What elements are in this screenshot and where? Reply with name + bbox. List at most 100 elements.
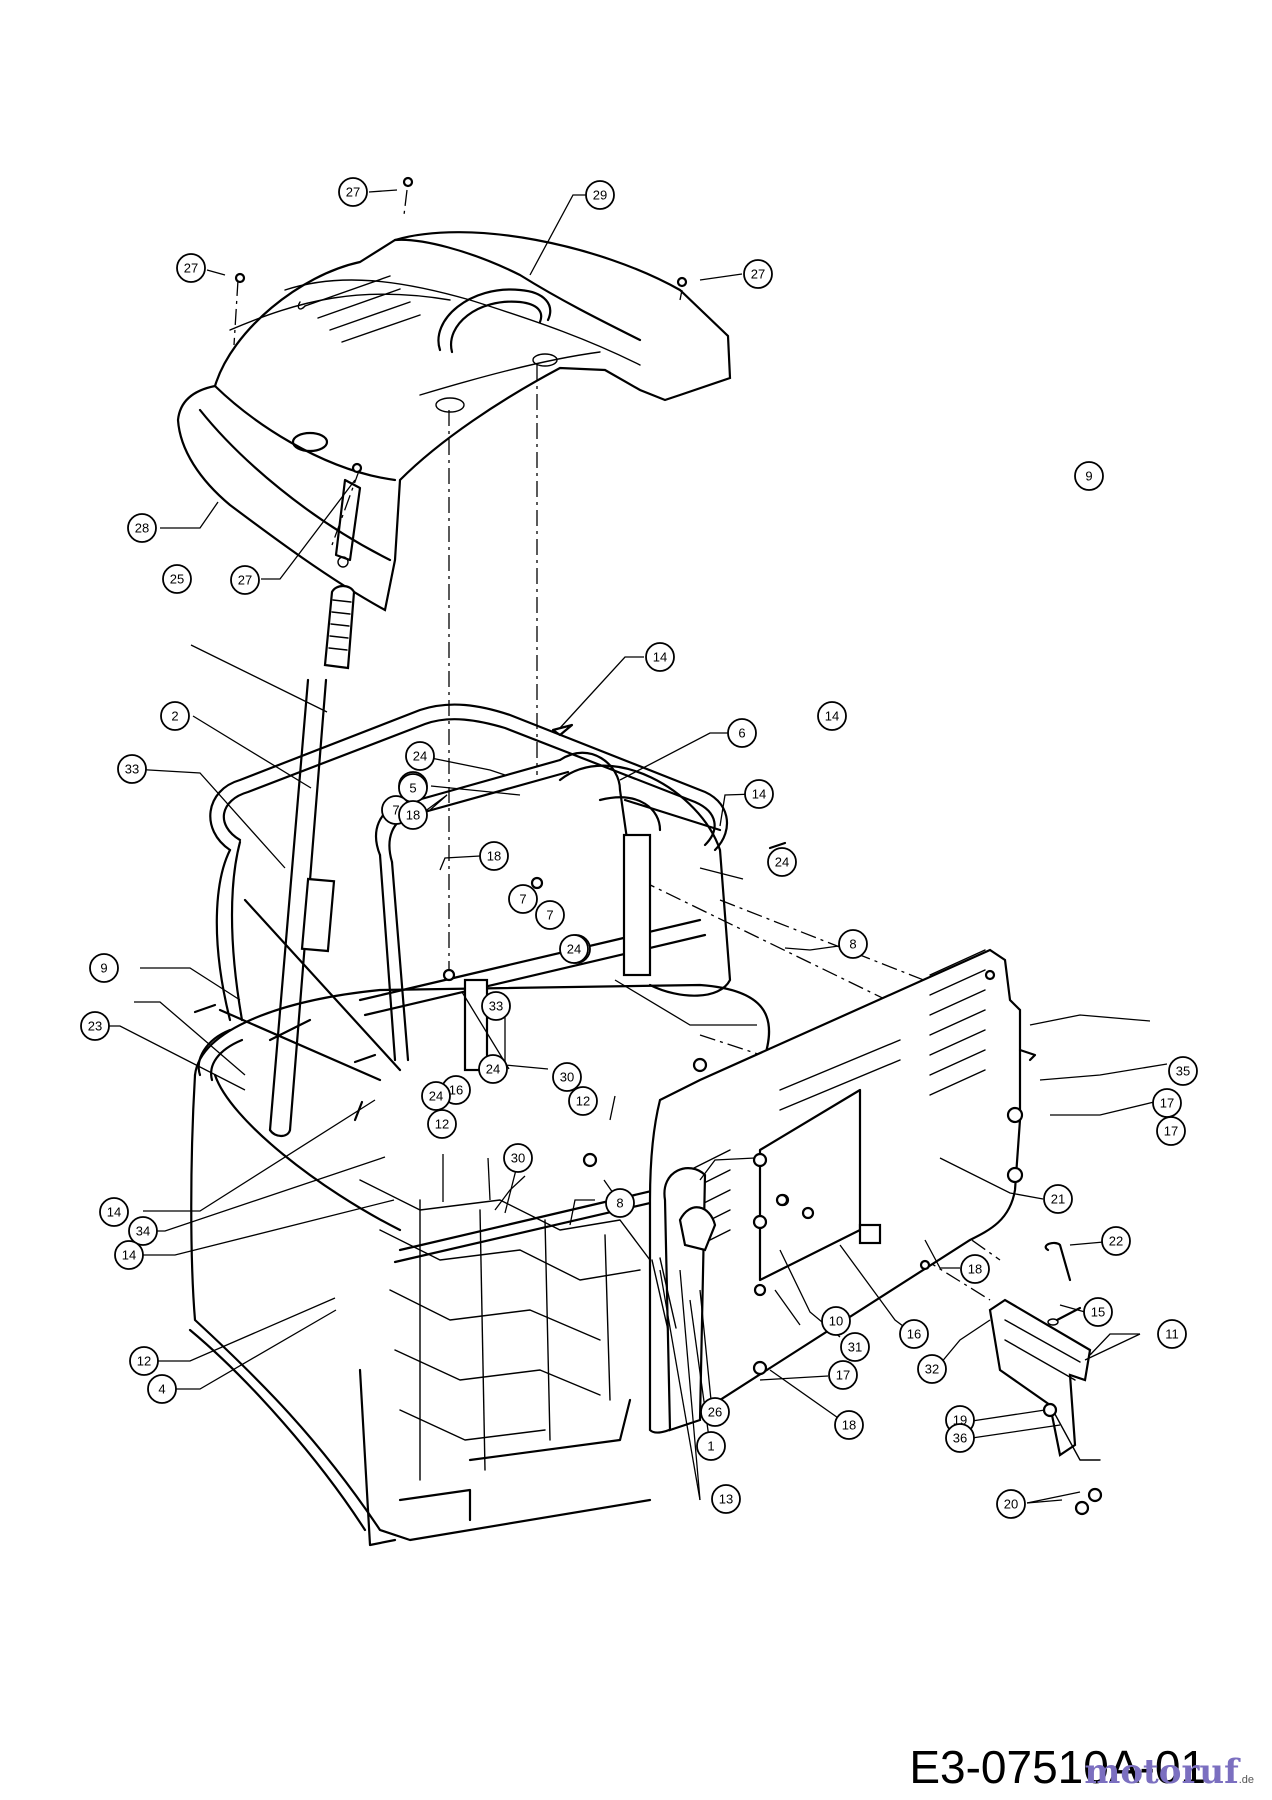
callout-number: 34	[136, 1224, 150, 1239]
callout-circle	[481, 991, 511, 1021]
hood-vents	[297, 275, 421, 343]
callout-circle	[89, 953, 119, 983]
callout-number: 2	[171, 709, 178, 724]
callout-28: 28	[127, 513, 157, 543]
callout-number: 36	[953, 1431, 967, 1446]
callout-number: 27	[751, 267, 765, 282]
callout-circle	[585, 180, 615, 210]
callout-8: 8	[605, 1188, 635, 1218]
callout-number: 14	[107, 1205, 121, 1220]
callout-circle	[817, 701, 847, 731]
callout-number: 11	[1165, 1327, 1179, 1342]
callout-1: 1	[696, 1431, 726, 1461]
callout-circle	[478, 1054, 508, 1084]
callout-18: 18	[479, 841, 509, 871]
callout-circle	[1156, 1116, 1186, 1146]
callout-circle	[700, 1397, 730, 1427]
callout-circle	[838, 929, 868, 959]
callout-circle	[535, 900, 565, 930]
callout-number: 1	[707, 1439, 714, 1454]
callout-circle	[405, 741, 435, 771]
callout-17: 17	[1152, 1088, 1182, 1118]
callout-34: 34	[128, 1216, 158, 1246]
callout-circle	[711, 1484, 741, 1514]
callout-12: 12	[427, 1109, 457, 1139]
callout-2: 2	[160, 701, 190, 731]
seat-latch	[651, 1167, 717, 1432]
callout-circle	[503, 1143, 533, 1173]
callout-circle	[427, 1109, 457, 1139]
callout-circle	[99, 1197, 129, 1227]
callout-circle	[568, 1086, 598, 1116]
callout-number: 4	[158, 1382, 165, 1397]
callout-18: 18	[398, 800, 428, 830]
callout-circle	[176, 253, 206, 283]
callout-number: 6	[738, 726, 745, 741]
callout-circle	[552, 1062, 582, 1092]
callout-number: 24	[486, 1062, 500, 1077]
callout-17: 17	[1156, 1116, 1186, 1146]
callout-number: 5	[409, 781, 416, 796]
hinge-frame	[218, 751, 732, 1082]
callout-number: 18	[487, 849, 501, 864]
callout-33: 33	[481, 991, 511, 1021]
callout-30: 30	[552, 1062, 582, 1092]
callout-number: 29	[593, 188, 607, 203]
fuel-cap	[291, 431, 329, 453]
callout-circle	[1168, 1056, 1198, 1086]
callout-12: 12	[129, 1346, 159, 1376]
callout-circle	[899, 1319, 929, 1349]
callout-36: 36	[945, 1423, 975, 1453]
callout-number: 17	[1160, 1096, 1174, 1111]
callout-circle	[80, 1011, 110, 1041]
callout-10: 10	[821, 1306, 851, 1336]
callout-25: 25	[162, 564, 192, 594]
callout-27: 27	[176, 253, 206, 283]
callout-number: 27	[184, 261, 198, 276]
callout-number: 28	[135, 521, 149, 536]
callout-number: 23	[88, 1019, 102, 1034]
callout-circle	[996, 1489, 1026, 1519]
callout-number: 22	[1109, 1234, 1123, 1249]
callout-circle	[960, 1254, 990, 1284]
callout-8: 8	[838, 929, 868, 959]
brand-watermark: motoruf.de	[1084, 1752, 1254, 1792]
seat-pan-grid	[358, 1179, 651, 1547]
callout-number: 18	[406, 808, 420, 823]
callout-number: 27	[238, 573, 252, 588]
callout-27: 27	[338, 177, 368, 207]
callout-circle	[114, 1240, 144, 1270]
callout-24: 24	[767, 847, 797, 877]
callout-number: 33	[489, 999, 503, 1014]
callout-7: 7	[508, 884, 538, 914]
hood-handle	[419, 288, 601, 413]
callout-circle	[821, 1306, 851, 1336]
callout-circle	[828, 1360, 858, 1390]
callout-circle	[129, 1346, 159, 1376]
mount-bracket	[988, 1241, 1103, 1516]
callout-number: 35	[1176, 1064, 1190, 1079]
callout-32: 32	[917, 1354, 947, 1384]
callout-circle	[696, 1431, 726, 1461]
callout-circle	[230, 565, 260, 595]
callout-9: 9	[1074, 461, 1104, 491]
drawing-number: E3-07510A-01	[909, 1741, 1206, 1793]
callout-circle	[645, 642, 675, 672]
callout-31: 31	[840, 1332, 870, 1362]
callout-number: 10	[829, 1314, 843, 1329]
callout-23: 23	[80, 1011, 110, 1041]
callout-number: 18	[968, 1262, 982, 1277]
callout-circle	[1043, 1184, 1073, 1214]
callout-4: 4	[147, 1374, 177, 1404]
callout-24: 24	[421, 1081, 451, 1111]
callout-number: 26	[708, 1405, 722, 1420]
fasteners	[193, 176, 996, 1376]
callout-27: 27	[743, 259, 773, 289]
callout-9: 9	[89, 953, 119, 983]
callout-circle	[744, 779, 774, 809]
callout-circle	[128, 1216, 158, 1246]
callout-24: 24	[405, 741, 435, 771]
callout-number: 27	[346, 185, 360, 200]
callout-27: 27	[230, 565, 260, 595]
